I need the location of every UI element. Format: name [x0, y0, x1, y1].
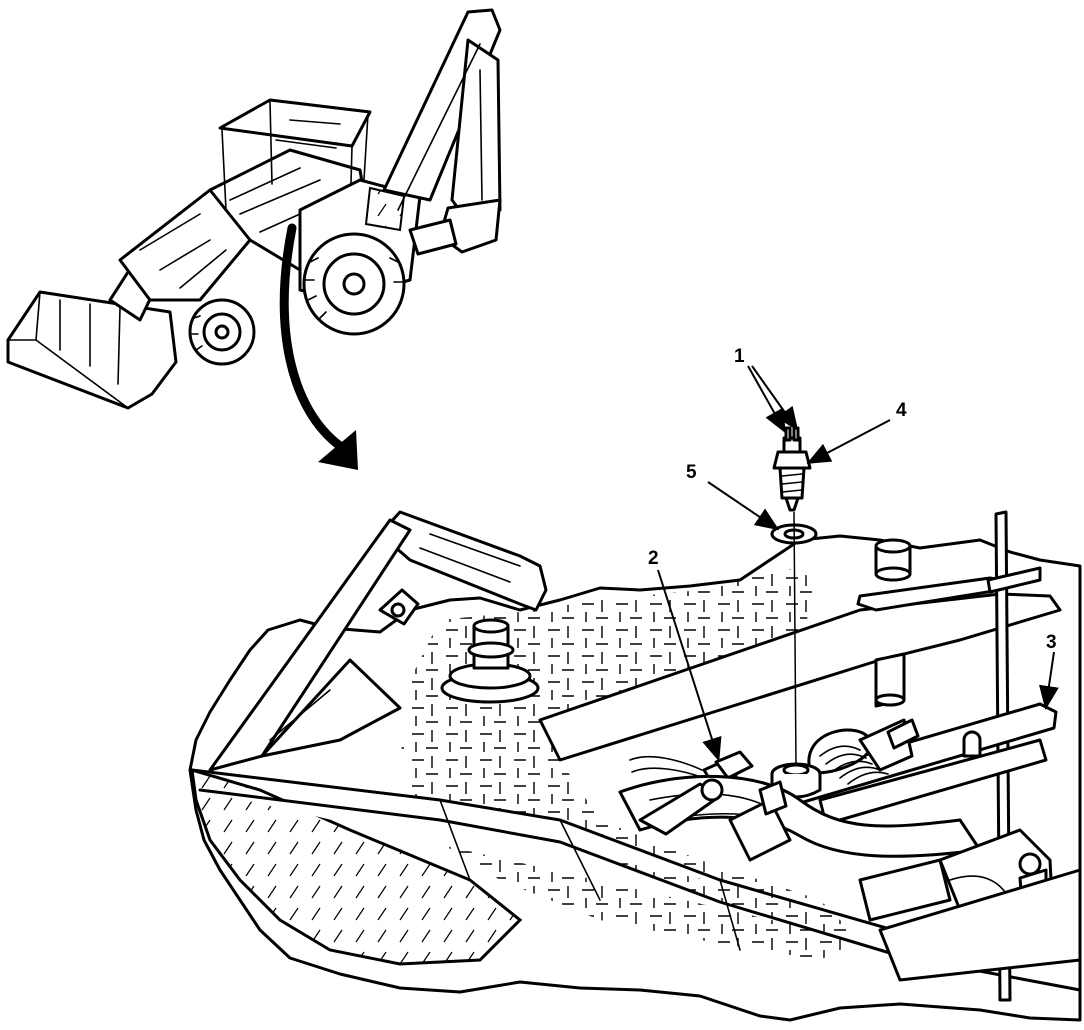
detail-view: [188, 510, 1082, 1022]
callout-2: 2: [648, 548, 659, 569]
temperature-sender-item-4: [772, 426, 812, 512]
control-lever-handle: [378, 510, 548, 612]
callout-1: 1: [734, 346, 745, 367]
detail-pointer-arrow: [279, 223, 345, 451]
detail-pointer-arrowhead: [318, 430, 358, 470]
side-panel: [190, 767, 523, 966]
loader-bucket: [6, 290, 178, 410]
callout-5: 5: [686, 462, 697, 483]
backhoe-loader-vehicle: [6, 8, 502, 410]
callout-3: 3: [1046, 632, 1057, 653]
return-spring: [807, 718, 920, 785]
assembly-line: [793, 511, 797, 767]
callout-4: 4: [896, 400, 907, 421]
control-lever-frame: [208, 518, 412, 772]
rear-wheel: [302, 232, 406, 336]
floor-valve: [440, 618, 540, 704]
callout-leaders: [657, 365, 1059, 762]
filler-cap: [874, 538, 912, 582]
front-wheel: [188, 298, 256, 366]
operator-cab: [218, 98, 372, 148]
